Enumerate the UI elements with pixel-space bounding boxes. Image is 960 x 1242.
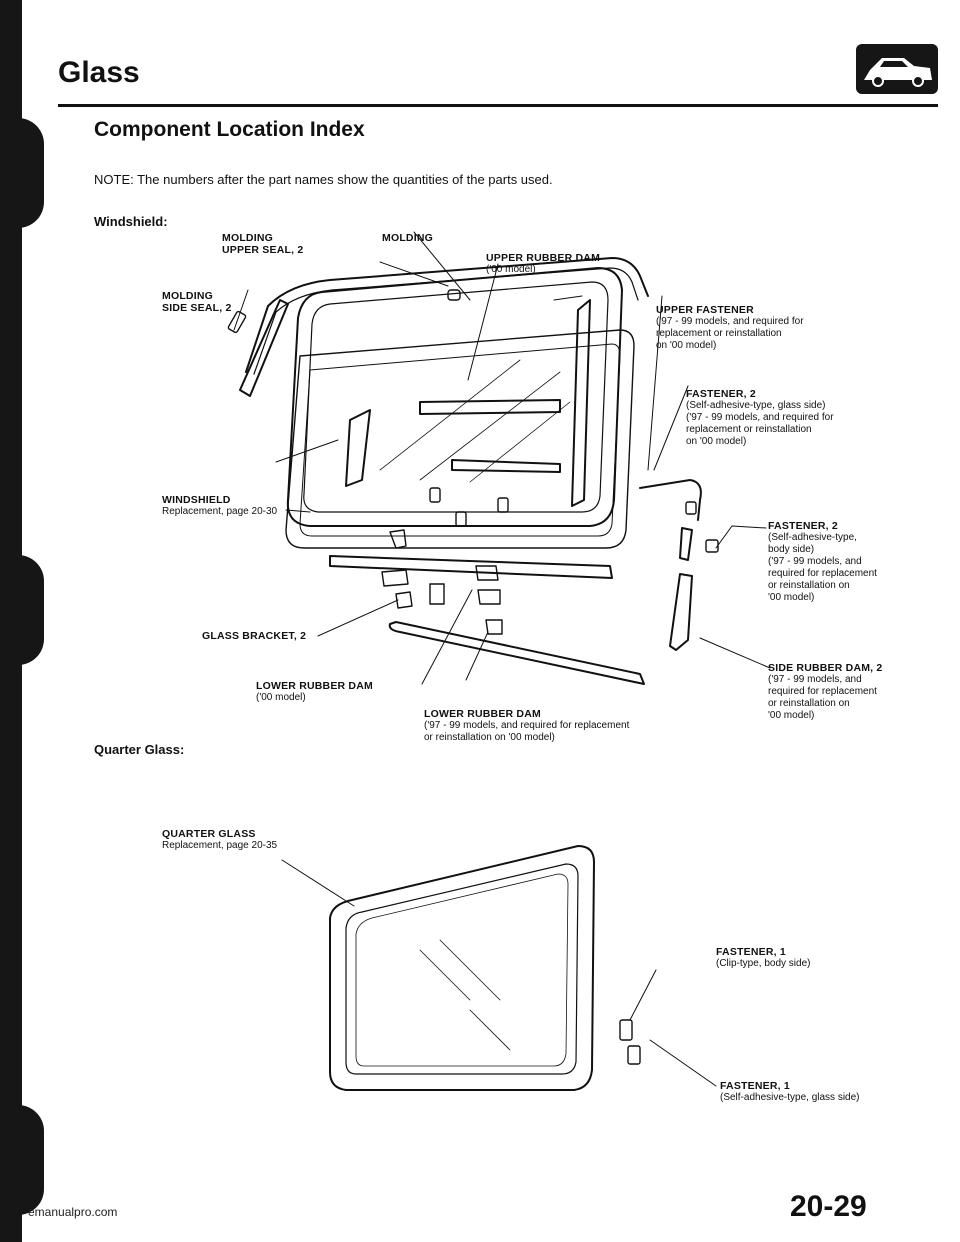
fastener-strips bbox=[345, 399, 561, 487]
upper-rubber-dam bbox=[285, 329, 635, 549]
label-molding: MOLDING bbox=[382, 232, 433, 244]
label-fastener-glass-side: FASTENER, 2 (Self-adhesive-type, glass s… bbox=[686, 388, 834, 447]
label-glass-bracket: GLASS BRACKET, 2 bbox=[202, 630, 307, 642]
page-spine bbox=[0, 0, 22, 1242]
label-molding-upper-seal: MOLDING UPPER SEAL, 2 bbox=[222, 232, 304, 256]
leader-lines bbox=[233, 231, 771, 685]
glass-brackets bbox=[381, 529, 503, 635]
label-lower-rubber-dam-97: LOWER RUBBER DAM ('97 - 99 models, and r… bbox=[424, 708, 630, 743]
label-lower-rubber-dam-00: LOWER RUBBER DAM ('00 model) bbox=[256, 680, 373, 703]
page-number: 20-29 bbox=[790, 1190, 867, 1223]
spine-tab bbox=[14, 555, 44, 665]
car-side-icon bbox=[856, 44, 938, 94]
side-rubber-dam bbox=[639, 479, 702, 651]
header-rule bbox=[58, 104, 938, 107]
quarter-glass-heading: Quarter Glass: bbox=[94, 742, 185, 757]
molding-side-seal-right bbox=[571, 299, 591, 507]
windshield-glass bbox=[286, 267, 623, 527]
quarter-glass bbox=[281, 845, 717, 1091]
windshield-heading: Windshield: bbox=[94, 214, 168, 229]
label-molding-side-seal: MOLDING SIDE SEAL, 2 bbox=[162, 290, 232, 314]
molding-lower bbox=[329, 555, 613, 579]
label-upper-rubber-dam: UPPER RUBBER DAM ('00 model) bbox=[486, 252, 601, 275]
molding-side-seal-left bbox=[239, 299, 289, 397]
lower-rubber-dam bbox=[388, 621, 645, 685]
label-upper-fastener: UPPER FASTENER ('97 - 99 models, and req… bbox=[656, 304, 804, 351]
label-fastener-clip-type: FASTENER, 1 (Clip-type, body side) bbox=[716, 946, 811, 969]
molding-upper-seal bbox=[245, 257, 649, 375]
section-title: Component Location Index bbox=[94, 118, 365, 141]
label-side-rubber-dam: SIDE RUBBER DAM, 2 ('97 - 99 models, and… bbox=[768, 662, 883, 721]
note-text: NOTE: The numbers after the part names s… bbox=[94, 172, 553, 187]
page-title: Glass bbox=[58, 56, 140, 89]
spine-tab bbox=[14, 118, 44, 228]
label-quarter-glass: QUARTER GLASS Replacement, page 20-35 bbox=[162, 828, 278, 851]
label-fastener-adhesive: FASTENER, 1 (Self-adhesive-type, glass s… bbox=[720, 1080, 860, 1103]
footer-url: emanualpro.com bbox=[28, 1205, 118, 1219]
spine-tab bbox=[14, 1105, 44, 1215]
label-windshield: WINDSHIELD Replacement, page 20-30 bbox=[162, 494, 278, 517]
label-fastener-body-side: FASTENER, 2 (Self-adhesive-type, body si… bbox=[768, 520, 877, 603]
